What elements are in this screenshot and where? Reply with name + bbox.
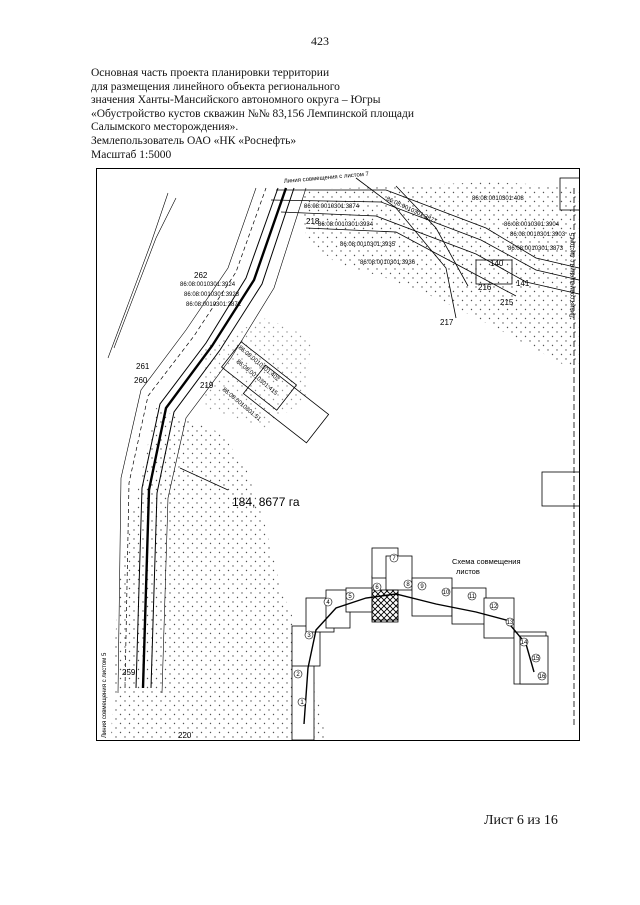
sheet-label: Лист 6 из 16 [484, 813, 558, 828]
parcel-label: 86:08:0010301:3873 [508, 246, 564, 252]
sheet-number: 2 [296, 672, 300, 678]
parcel-label: 86:08:0010301:3903 [510, 232, 566, 238]
parcel-label: 86:08:0010301:3935 [340, 242, 396, 248]
parcel-label: 86:08:0010301:3936 [360, 260, 416, 266]
sheet-number: 15 [533, 656, 540, 662]
point-262: 262 [194, 271, 208, 280]
match-line-left: Линия совмещения с листом 5 [102, 652, 108, 738]
sheet-number: 12 [491, 604, 498, 610]
inset-grid [291, 547, 549, 741]
map-frame [96, 168, 580, 741]
parcel-label: 86:08:0010301:3924 [180, 282, 236, 288]
parcel-label: 86:08:0010301:3872 [186, 302, 242, 308]
header-line: для размещения линейного объекта региона… [91, 80, 340, 93]
sheet-number: 13 [507, 620, 514, 626]
sheet-number: 10 [443, 590, 450, 596]
point-141: 141 [516, 279, 530, 288]
inset-route [303, 593, 535, 725]
parcel-label: 86:08:0010301:3904 [504, 222, 560, 228]
sheet-number: 4 [326, 600, 330, 606]
sheet-number: 16 [539, 674, 546, 680]
sheet-number: 5 [348, 594, 352, 600]
scale-line: Масштаб 1:5000 [91, 148, 172, 161]
inset-title: листов [456, 567, 480, 576]
area-pointer [179, 467, 229, 491]
dotted-area-top [301, 182, 579, 368]
sheet-number: 1 [300, 700, 304, 706]
parcel-label: 86:08:0010301:3923 [184, 292, 240, 298]
area-label: 184, 8677 га [232, 495, 300, 509]
sheet-number: 6 [375, 585, 379, 591]
document-header: Основная часть проекта планировки террит… [91, 67, 414, 162]
point-216: 216 [478, 283, 492, 292]
parcel-label: 86:08:0010301:3934 [318, 222, 374, 228]
point-218: 218 [306, 217, 320, 226]
point-220: 220 [178, 731, 192, 740]
match-line-top: Линия совмещения с листом 7 [284, 172, 370, 185]
parcel-label: 86:08:0010301:3874 [304, 204, 360, 210]
sheet-number: 14 [521, 640, 528, 646]
dotted-area-left [111, 408, 326, 740]
parcel-shapes [221, 177, 580, 507]
corridor-lines [107, 187, 307, 694]
point-261: 261 [136, 362, 150, 371]
parcel-label: 86:08:0010301:408 [472, 196, 524, 202]
page-number: 423 [311, 34, 329, 48]
sheet-number: 8 [406, 582, 410, 588]
sheet-number: 11 [469, 594, 476, 600]
sheet-number: 9 [420, 584, 424, 590]
upper-corridor [270, 177, 580, 319]
point-217: 217 [440, 318, 454, 327]
sheet-number: 7 [392, 556, 396, 562]
sheet-number: 3 [307, 633, 311, 639]
point-140: 140 [490, 259, 504, 268]
header-line: Основная часть проекта планировки террит… [91, 67, 330, 79]
point-219: 219 [200, 381, 214, 390]
header-line: Салымского месторождения». [91, 121, 239, 134]
header-line: значения Ханты-Мансийского автономного о… [91, 94, 381, 107]
header-line: «Обустройство кустов скважин №№ 83,156 Л… [91, 107, 415, 120]
point-260: 260 [134, 376, 148, 385]
planning-map: Линия совмещения с листом 7 Линия совмещ… [96, 168, 580, 741]
header-line: Землепользователь ОАО «НК «Роснефть» [91, 134, 297, 147]
dotted-area-mid [201, 318, 311, 428]
point-259: 259 [122, 668, 136, 677]
inset-title: Схема совмещения [452, 557, 521, 566]
match-line-right: Линия совмещения с листом 5 [570, 232, 576, 318]
sheet-layout-inset: Схема совмещения листов 1 2 3 [291, 547, 549, 741]
point-215: 215 [500, 298, 514, 307]
